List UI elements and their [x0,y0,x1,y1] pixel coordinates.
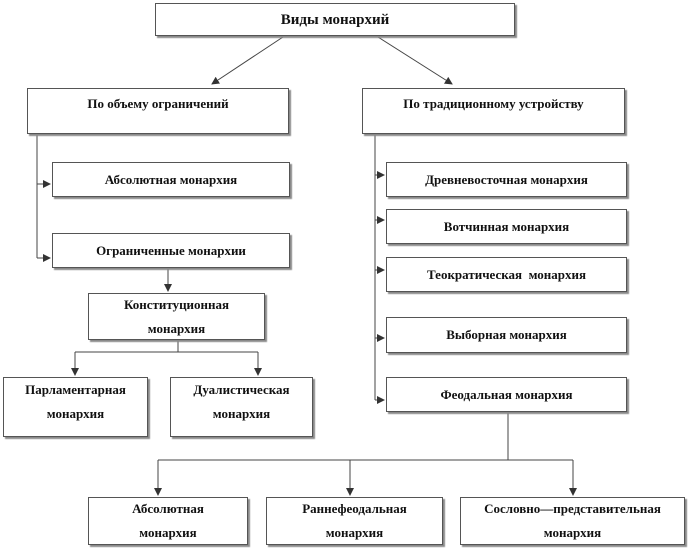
elective-monarchy-label: Выборная монархия [446,327,567,342]
elective-monarchy-box: Выборная монархия [386,317,627,353]
dualistic-monarchy-label: Дуалистическая монархия [193,382,290,421]
diagram-title: Виды монархий [280,11,390,28]
dualistic-monarchy-box: Дуалистическая монархия [170,377,313,437]
early-feudal-monarchy-label: Раннефеодальная монархия [302,501,407,540]
limited-monarchies-label: Ограниченные монархии [96,242,246,258]
title-box: Виды монархий [155,3,515,36]
parliamentary-monarchy-label: Парламентарная монархия [25,382,126,421]
theocratic-monarchy-box: Теократическая монархия [386,257,627,292]
by-tradition-label: По традиционному устройству [403,96,584,111]
parliamentary-monarchy-box: Парламентарная монархия [3,377,148,437]
ancient-eastern-monarchy-label: Древневосточная монархия [425,171,588,187]
estate-representative-monarchy-label: Сословно—представительная монархия [484,501,661,540]
arrow-title-to-by-tradition [377,36,453,85]
estate-representative-monarchy-box: Сословно—представительная монархия [460,497,685,545]
feudal-absolute-monarchy-label: Абсолютная монархия [132,501,204,540]
constitutional-monarchy-label: Конституционная монархия [123,296,230,336]
limited-monarchies-box: Ограниченные монархии [52,233,290,268]
theocratic-monarchy-label: Теократическая монархия [427,266,586,282]
constitutional-monarchy-box: Конституционная монархия [88,293,265,340]
feudal-monarchy-box: Феодальная монархия [386,377,627,412]
arrow-title-to-by-limits [211,36,284,85]
absolute-monarchy-box: Абсолютная монархия [52,162,290,197]
by-tradition-box: По традиционному устройству [362,88,625,134]
by-limits-label: По объему ограничений [87,96,229,111]
patrimonial-monarchy-label: Вотчинная монархия [443,218,570,234]
ancient-eastern-monarchy-box: Древневосточная монархия [386,162,627,197]
feudal-absolute-monarchy-box: Абсолютная монархия [88,497,248,545]
absolute-monarchy-label: Абсолютная монархия [104,171,238,187]
early-feudal-monarchy-box: Раннефеодальная монархия [266,497,443,545]
feudal-monarchy-label: Феодальная монархия [440,386,573,402]
patrimonial-monarchy-box: Вотчинная монархия [386,209,627,244]
by-limits-box: По объему ограничений [27,88,289,134]
